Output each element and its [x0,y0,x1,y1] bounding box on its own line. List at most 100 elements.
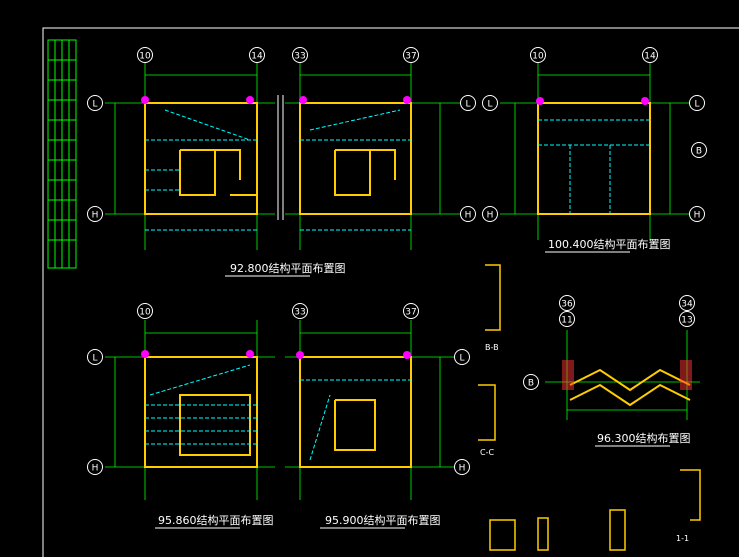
axis-bubble-p3-left-L: L [482,95,498,111]
plan-6 [545,330,700,420]
plan-4-walls [144,356,258,468]
plan-3 [500,63,690,240]
axis-bubble-p5-top-right: 37 [403,303,419,319]
axis-bubble-p3-right-H: H [689,206,705,222]
axis-bubble-circle [482,206,498,222]
axis-bubble-p4-top-left: 10 [137,303,153,319]
axis-bubble-circle [137,47,153,63]
plan-4-title: 95.860结构平面布置图 [158,513,274,527]
axis-bubble-p2-top-right: 37 [403,47,419,63]
axis-bubble-p6-top-left-a: 36 [559,295,575,311]
axis-bubble-label: L [694,100,699,110]
axis-bubble-side-B: B [691,142,707,158]
axis-bubble-label: 36 [561,300,573,310]
axis-bubble-p1-top-right: 14 [249,47,265,63]
plan-3-beams [538,119,650,214]
axis-bubble-p5-right-L: L [454,349,470,365]
plan-5-title: 95.900结构平面布置图 [325,513,441,527]
plan-3-walls [537,102,651,215]
axis-bubble-circle [87,459,103,475]
axis-bubble-p2-right-L: L [460,95,476,111]
section-label-c: C-C [480,448,494,457]
axis-bubble-p2-right-H: H [460,206,476,222]
axis-bubble-p4-left-L: L [87,349,103,365]
axis-bubble-label: 13 [681,316,692,326]
axis-bubble-label: L [459,354,464,364]
axis-bubble-label: 33 [294,308,305,318]
plan-2-beams [300,109,411,231]
axis-bubble-circle [559,295,575,311]
axis-bubble-p6-left-B: B [523,374,539,390]
plan-4-column-markers [141,350,254,358]
axis-bubble-circle [530,47,546,63]
axis-bubble-p3-left-H: H [482,206,498,222]
axis-bubble-p4-left-H: H [87,459,103,475]
axis-bubble-p3-right-L: L [689,95,705,111]
plan-4 [105,320,275,500]
plan-2 [277,63,460,250]
axis-bubble-circle [679,295,695,311]
axis-bubble-label: B [528,379,534,389]
drawing-frame [42,27,739,557]
axis-bubble-label: H [92,464,99,474]
axis-bubble-p5-top-left: 33 [292,303,308,319]
plan-1-column-markers [141,96,254,104]
axis-bubble-p3-top-right: 14 [642,47,658,63]
axis-bubble-circle [454,349,470,365]
axis-bubble-label: L [92,354,97,364]
axis-bubble-label: B [696,147,702,157]
axis-bubble-p6-top-right-b: 13 [679,311,695,327]
plan-5-walls [299,356,412,468]
axis-bubble-label: H [487,211,494,221]
axis-bubble-p6-top-left-b: 11 [559,311,575,327]
axis-bubble-circle [482,95,498,111]
axis-bubble-p1-top-left: 10 [137,47,153,63]
axis-bubble-p5-right-H: H [454,459,470,475]
plan-break-mark [277,95,284,220]
axis-bubble-label: L [487,100,492,110]
plan-3-title: 100.400结构平面布置图 [548,237,671,251]
plan-2-walls [299,102,412,215]
section-details [478,264,701,551]
axis-bubble-label: H [92,211,99,221]
axis-bubble-circle [559,311,575,327]
axis-bubble-label: H [465,211,472,221]
plan-titles: 92.800结构平面布置图 100.400结构平面布置图 95.860结构平面布… [158,237,691,527]
axis-bubble-p3-top-left: 10 [530,47,546,63]
axis-bubble-p6-top-right-a: 34 [679,295,695,311]
plan-1-axis-lines [105,63,275,250]
plan-5-beams [300,379,411,461]
plan-6-hatch [562,360,692,390]
axis-bubble-label: H [459,464,466,474]
plan-5-axis-lines [285,320,460,500]
axis-bubble-circle [137,303,153,319]
axis-bubble-label: 11 [561,316,572,326]
axis-bubble-label: 33 [294,52,305,62]
axis-bubble-label: H [694,211,701,221]
axis-bubble-label: 10 [139,308,151,318]
plan-2-column-markers [299,96,411,104]
axis-bubble-p1-left-L: L [87,95,103,111]
axis-bubble-circle [87,349,103,365]
axis-bubble-label: L [465,100,470,110]
axis-bubble-p2-top-left: 33 [292,47,308,63]
plan-6-title: 96.300结构布置图 [597,431,691,445]
axis-bubble-circle [292,47,308,63]
axis-bubble-circle [460,206,476,222]
axis-bubble-label: 37 [405,308,416,318]
plan-5 [285,320,460,500]
plan-title-underlines [155,251,670,529]
axis-bubble-circle [460,95,476,111]
axis-bubble-circle [403,47,419,63]
section-labels: B-B C-C 1-1 [480,343,689,543]
title-block-strip [47,39,77,269]
axis-bubble-label: 10 [532,52,544,62]
plan-1 [105,63,275,250]
axis-bubble-circle [87,206,103,222]
axis-bubble-p1-left-H: H [87,206,103,222]
axis-bubble-circle [87,95,103,111]
axis-bubble-circle [689,95,705,111]
axis-bubble-label: 37 [405,52,416,62]
